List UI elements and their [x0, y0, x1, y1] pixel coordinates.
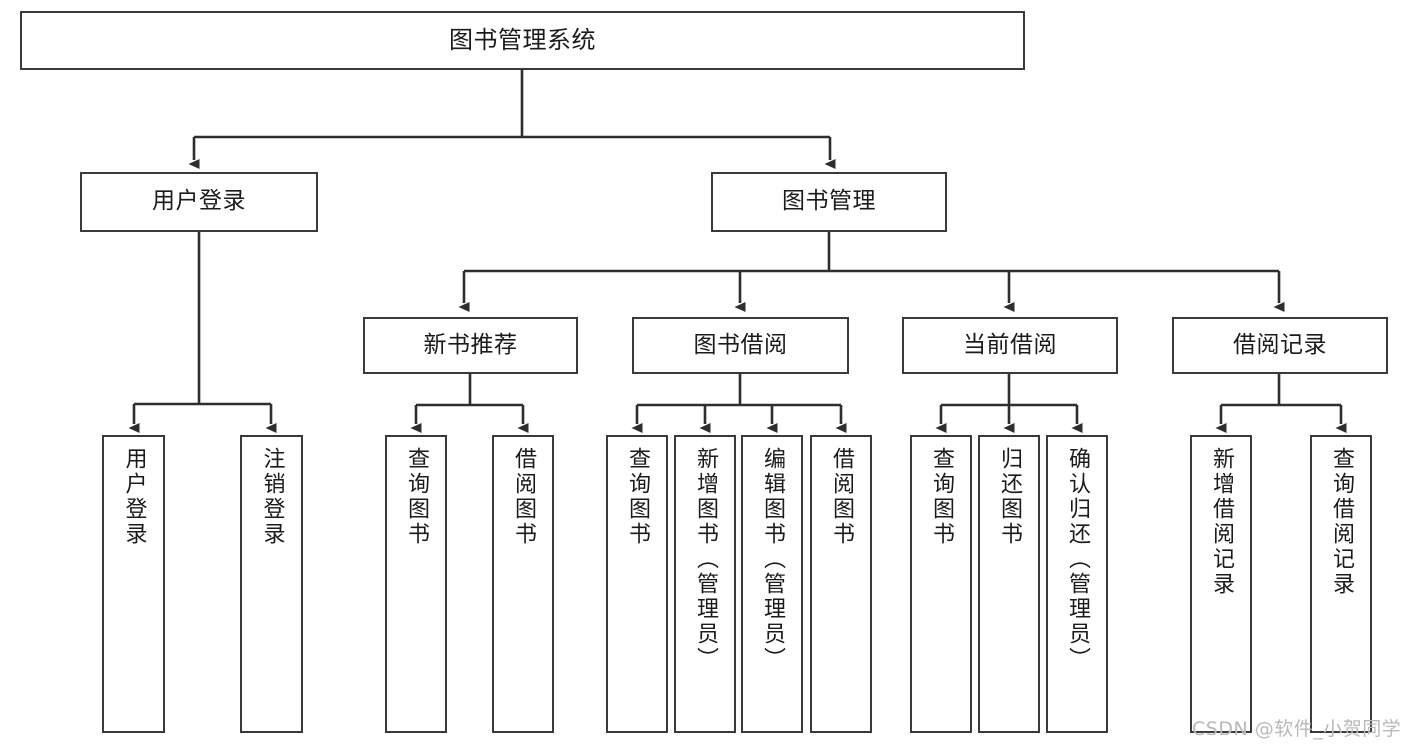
node-leaf-confirm-return-label: 确认归还（管理员）: [1065, 447, 1090, 672]
node-book-management[interactable]: 图书管理: [711, 172, 947, 232]
node-borrow-record[interactable]: 借阅记录: [1172, 317, 1388, 374]
node-user-login-label: 用户登录: [152, 188, 246, 215]
node-leaf-edit-book-label: 编辑图书（管理员）: [760, 447, 785, 672]
node-leaf-add-book-label: 新增图书（管理员）: [693, 447, 718, 672]
node-leaf-confirm-return[interactable]: 确认归还（管理员）: [1046, 435, 1108, 733]
node-leaf-return-book[interactable]: 归还图书: [978, 435, 1040, 733]
node-root[interactable]: 图书管理系统: [20, 11, 1025, 70]
node-leaf-query-book-3-label: 查询图书: [929, 447, 954, 547]
node-leaf-user-login-label: 用户登录: [121, 447, 147, 547]
node-leaf-logout-login[interactable]: 注销登录: [240, 435, 303, 733]
node-book-borrow-label: 图书借阅: [693, 331, 788, 358]
node-book-management-label: 图书管理: [782, 188, 876, 215]
node-root-label: 图书管理系统: [449, 26, 596, 55]
node-new-book-recommend-label: 新书推荐: [423, 331, 518, 358]
node-leaf-query-book-1-label: 查询图书: [404, 447, 429, 547]
node-leaf-query-book-1[interactable]: 查询图书: [385, 435, 447, 733]
node-current-borrow[interactable]: 当前借阅: [902, 317, 1118, 374]
node-leaf-query-book-2-label: 查询图书: [625, 447, 650, 547]
node-leaf-return-book-label: 归还图书: [997, 447, 1022, 547]
node-leaf-edit-book[interactable]: 编辑图书（管理员）: [741, 435, 803, 733]
node-borrow-record-label: 借阅记录: [1233, 331, 1327, 358]
node-leaf-query-book-2[interactable]: 查询图书: [606, 435, 668, 733]
node-book-borrow[interactable]: 图书借阅: [632, 317, 849, 374]
node-leaf-query-record-label: 查询借阅记录: [1329, 447, 1354, 597]
node-current-borrow-label: 当前借阅: [963, 331, 1057, 358]
node-new-book-recommend[interactable]: 新书推荐: [363, 317, 578, 374]
node-leaf-add-book[interactable]: 新增图书（管理员）: [674, 435, 736, 733]
node-leaf-query-book-3[interactable]: 查询图书: [910, 435, 972, 733]
node-leaf-borrow-book-2-label: 借阅图书: [829, 447, 854, 547]
node-leaf-borrow-book-2[interactable]: 借阅图书: [810, 435, 872, 733]
node-leaf-user-login[interactable]: 用户登录: [102, 435, 165, 733]
node-leaf-query-record[interactable]: 查询借阅记录: [1310, 435, 1372, 733]
node-leaf-add-record[interactable]: 新增借阅记录: [1190, 435, 1252, 733]
node-leaf-logout-login-label: 注销登录: [259, 447, 285, 547]
node-user-login[interactable]: 用户登录: [80, 172, 318, 232]
node-leaf-borrow-book-1[interactable]: 借阅图书: [492, 435, 554, 733]
node-leaf-add-record-label: 新增借阅记录: [1209, 447, 1234, 597]
node-leaf-borrow-book-1-label: 借阅图书: [511, 447, 536, 547]
watermark-text: CSDN @软件_小贺同学: [1192, 718, 1402, 740]
